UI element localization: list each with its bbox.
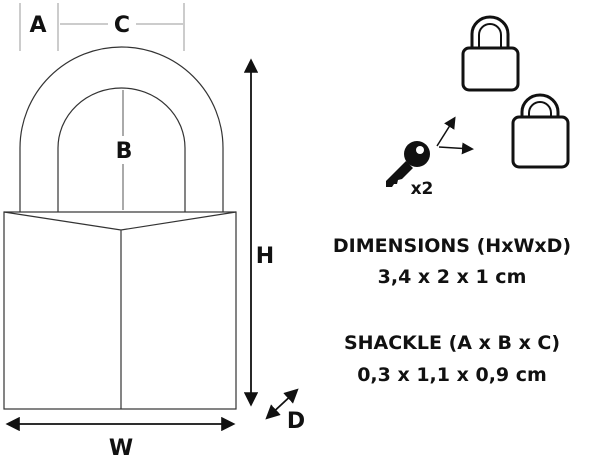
shackle-title: SHACKLE (A x B x C) — [343, 332, 561, 354]
body-bevel — [3, 211, 237, 409]
measure-arrows — [5, 58, 299, 432]
label-h: H — [256, 244, 274, 269]
padlock-body — [3, 211, 237, 410]
label-c: C — [114, 13, 130, 38]
label-d: D — [287, 409, 305, 434]
padlock-outline — [3, 46, 237, 410]
dimensions-title: DIMENSIONS (HxWxD) — [332, 235, 572, 257]
label-a: A — [29, 13, 46, 38]
key-count: x2 — [411, 179, 434, 199]
shackle-outer — [19, 46, 224, 212]
depth-arrow — [265, 388, 299, 420]
shackle-inner — [57, 87, 186, 212]
dimension-lines — [19, 3, 185, 210]
label-w: W — [109, 436, 133, 460]
key-arrows — [436, 116, 474, 155]
label-b: B — [116, 139, 133, 164]
dimensions-value: 3,4 x 2 x 1 cm — [377, 266, 527, 288]
padlock-icon — [511, 93, 570, 169]
padlock-icon — [461, 15, 520, 92]
key-icon — [386, 141, 430, 187]
shackle-value: 0,3 x 1,1 x 0,9 cm — [357, 364, 547, 386]
